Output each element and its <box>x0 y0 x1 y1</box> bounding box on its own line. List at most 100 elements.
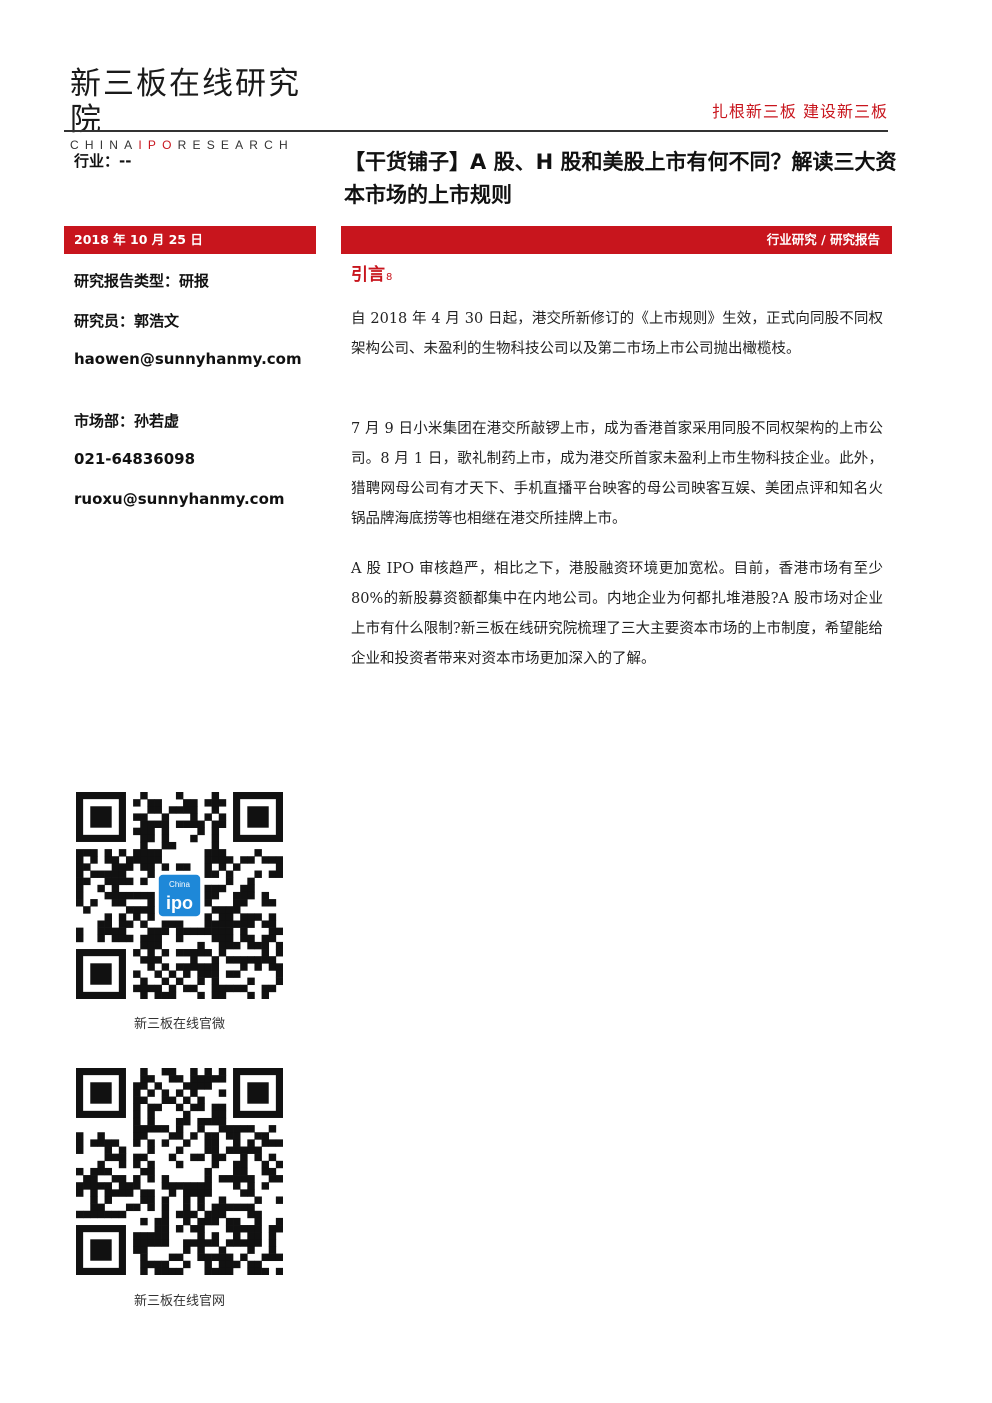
qr-module <box>204 1239 212 1247</box>
qr-module <box>161 1089 170 1097</box>
qr-module <box>118 1210 127 1219</box>
qr-module <box>240 884 248 893</box>
ipo-logo-mark: ipo <box>166 893 193 913</box>
qr-finder-inner <box>90 806 112 828</box>
qr-module <box>125 1189 134 1197</box>
qr-module <box>76 1139 84 1147</box>
qr-module <box>204 927 212 936</box>
qr-module <box>233 1232 241 1240</box>
logo-en-suffix: RESEARCH <box>177 138 294 152</box>
qr-module <box>218 820 227 828</box>
qr-module <box>240 1160 248 1169</box>
qr-module <box>147 906 155 914</box>
qr-module <box>175 1103 184 1112</box>
industry-label: 行业：-- <box>74 152 132 170</box>
section-heading-mark: 8 <box>386 272 393 283</box>
qr-module <box>254 1146 262 1154</box>
qr-module <box>225 1175 234 1183</box>
qr-module <box>197 1203 205 1212</box>
qr-module <box>76 863 84 871</box>
qr-module <box>225 1225 234 1233</box>
qr-module <box>247 1139 255 1147</box>
qr-module <box>240 1125 248 1133</box>
qr-module <box>154 1267 162 1275</box>
qr-module <box>111 891 120 900</box>
qr-module <box>133 1153 141 1162</box>
qr-module <box>118 1182 127 1190</box>
qr-module <box>175 977 184 986</box>
qr-module <box>183 1139 191 1147</box>
qr-module <box>190 1225 198 1233</box>
qr-module <box>204 1182 212 1190</box>
qr-module <box>161 991 170 999</box>
qr-module <box>218 1125 227 1133</box>
qr-module <box>204 870 212 878</box>
qr-module <box>261 1253 270 1262</box>
qr-module <box>268 1167 277 1176</box>
qr-module <box>204 813 212 821</box>
qr-module <box>254 1217 262 1226</box>
qr-finder-inner <box>247 1082 269 1104</box>
qr-module <box>147 927 155 936</box>
qr-module <box>197 977 205 986</box>
qr-module <box>83 1210 91 1219</box>
qr-module <box>254 1260 262 1269</box>
qr-module <box>90 1167 98 1176</box>
qr-module <box>211 849 220 857</box>
qr-module <box>97 1132 105 1140</box>
qr-module <box>147 863 155 871</box>
qr-module <box>240 891 248 900</box>
qr-module <box>225 1125 234 1133</box>
qr-module <box>225 1267 234 1275</box>
qr-module <box>254 1267 262 1275</box>
qr-module <box>97 1203 105 1212</box>
qr-module <box>97 920 105 928</box>
qr-module <box>147 1117 155 1126</box>
qr-module <box>225 1239 234 1247</box>
qr-module <box>268 927 277 936</box>
qr-module <box>247 856 255 864</box>
qr-module <box>90 1210 98 1219</box>
qr-module <box>247 1267 255 1275</box>
researcher-email[interactable]: haowen@sunnyhanmy.com <box>74 350 302 368</box>
qr-module <box>147 1110 155 1119</box>
market-email[interactable]: ruoxu@sunnyhanmy.com <box>74 490 285 508</box>
qr-module <box>133 913 141 921</box>
qr-module <box>83 877 91 886</box>
qr-module <box>211 984 220 993</box>
qr-module <box>125 863 134 871</box>
qr-module <box>240 1253 248 1262</box>
qr-module <box>218 799 227 807</box>
qr-module <box>183 970 191 978</box>
qr-module <box>140 877 148 886</box>
qr-module <box>218 856 227 864</box>
qr-module <box>233 906 241 914</box>
qr-module <box>183 1096 191 1104</box>
qr-module <box>211 1075 220 1083</box>
qr-module <box>175 1267 184 1275</box>
qr-module <box>190 1189 198 1197</box>
website-qr-code[interactable] <box>76 1068 283 1275</box>
qr-module <box>261 941 270 950</box>
qr-module <box>211 1153 220 1162</box>
qr-module <box>133 1096 141 1104</box>
qr-module <box>197 1225 205 1233</box>
qr-module <box>168 841 177 850</box>
qr-module <box>261 920 270 928</box>
qr-module <box>133 799 141 807</box>
qr-module <box>161 1096 170 1104</box>
qr-module <box>140 934 148 943</box>
report-type: 研究报告类型：研报 <box>74 272 210 290</box>
qr-module <box>175 1075 184 1083</box>
qr-module <box>147 1239 155 1247</box>
qr-module <box>161 841 170 850</box>
qr-module <box>76 1132 84 1140</box>
qr-module <box>125 1182 134 1190</box>
qr-module <box>275 949 283 957</box>
qr-module <box>247 891 255 900</box>
qr-module <box>275 1196 283 1204</box>
qr-module <box>190 956 198 964</box>
qr-module <box>225 941 234 950</box>
qr-module <box>268 913 277 921</box>
